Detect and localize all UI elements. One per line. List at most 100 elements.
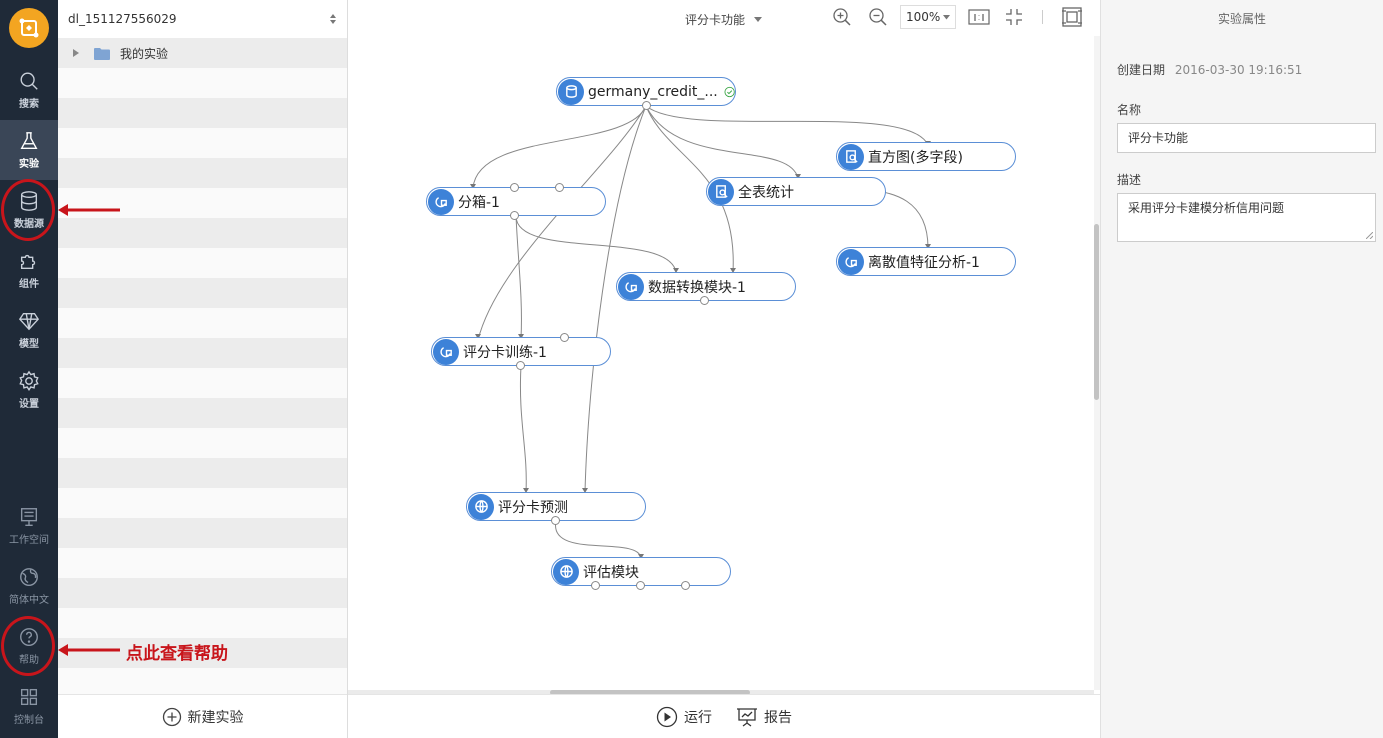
tree-empty-row [58,68,347,98]
node-data-transform[interactable]: 数据转换模块-1 [616,272,796,305]
nav-workspace[interactable]: 工作空间 [0,496,58,556]
canvas-horizontal-scrollbar[interactable] [348,690,1094,695]
tree-empty-row [58,128,347,158]
annotation-arrow-icon [58,644,120,656]
report-button[interactable]: 报告 [736,707,792,727]
nav-console[interactable]: 控制台 [0,676,58,736]
scroll-thumb[interactable] [550,690,750,695]
toolbar-divider [1042,10,1043,24]
report-search-icon [708,178,734,205]
node-scorecard-predict[interactable]: 评分卡预测 [466,492,646,525]
run-button[interactable]: 运行 [656,706,712,728]
component-icon [838,248,864,275]
tree-empty-row [58,458,347,488]
edge [472,105,647,189]
output-port[interactable] [642,101,651,110]
edge [645,105,799,179]
canvas-action-bar: 运行 报告 [348,694,1100,738]
project-name: dl_151127556029 [68,12,177,26]
input-port[interactable] [560,333,569,342]
nav-experiment[interactable]: 实验 [0,120,58,180]
node-label: 评分卡训练-1 [463,344,547,361]
description-field[interactable]: 采用评分卡建模分析信用问题 [1117,193,1376,242]
output-port[interactable] [516,361,525,370]
created-date-row: 创建日期 2016-03-30 19:16:51 [1117,61,1302,78]
node-binning[interactable]: 分箱-1 [426,183,606,220]
resize-handle-icon[interactable] [1366,232,1373,239]
output-port[interactable] [700,296,709,305]
nav-language[interactable]: 简体中文 [0,556,58,616]
name-field[interactable]: 评分卡功能 [1117,123,1376,153]
node-histogram[interactable]: 直方图(多字段) [836,142,1016,171]
edge [515,215,677,273]
nav-models[interactable]: 模型 [0,300,58,360]
tree-empty-row [58,308,347,338]
gear-icon [19,370,39,391]
expand-caret-icon[interactable] [72,48,80,58]
new-experiment-button[interactable]: 新建实验 [58,694,347,738]
edge-arrow [673,268,679,273]
nav-components[interactable]: 组件 [0,240,58,300]
logo-icon [19,18,39,38]
node-evaluate[interactable]: 评估模块 [551,557,731,590]
edge-arrow [795,174,801,179]
output-port[interactable] [636,581,645,590]
globe-icon [553,558,579,585]
app-logo[interactable] [9,8,49,48]
globe-icon [20,568,38,586]
experiment-properties-panel: 实验属性 创建日期 2016-03-30 19:16:51 名称 评分卡功能 描… [1100,0,1383,738]
output-port[interactable] [681,581,690,590]
edge-arrow [638,554,644,559]
zoom-select[interactable]: 100% [900,5,956,29]
node-full-stats[interactable]: 全表统计 [706,177,886,206]
fit-screen-icon[interactable] [1005,8,1023,26]
tree-empty-row [58,248,347,278]
edge [645,105,734,273]
node-data-source[interactable]: germany_credit_... [556,77,736,110]
input-port[interactable] [510,183,519,192]
add-circle-icon [162,707,181,726]
edge-arrow [475,334,481,339]
nav-search[interactable]: 搜索 [0,60,58,120]
output-port[interactable] [591,581,600,590]
tree-empty-row [58,188,347,218]
edge [519,365,527,493]
tree-empty-row [58,98,347,128]
node-scorecard-train[interactable]: 评分卡训练-1 [431,333,611,370]
output-port[interactable] [551,516,560,525]
annotation-help-text: 点此查看帮助 [126,644,228,664]
node-label: 评分卡预测 [498,499,568,516]
project-selector[interactable]: dl_151127556029 [58,0,347,38]
tree-empty-row [58,668,347,694]
tree-empty-row [58,638,347,668]
node-label: 全表统计 [738,184,794,201]
annotation-arrow-icon [58,204,120,216]
nav-settings[interactable]: 设置 [0,360,58,420]
name-label: 名称 [1117,103,1142,117]
play-circle-icon [656,706,678,727]
created-label: 创建日期 [1117,63,1166,77]
output-port[interactable] [510,211,519,220]
actual-size-icon[interactable] [968,8,990,26]
report-search-icon [838,143,864,170]
chevron-down-icon [943,15,950,20]
edge [584,105,647,493]
tree-list: 我的实验 [58,38,347,694]
layout-icon[interactable] [1061,6,1083,28]
canvas-vertical-scrollbar[interactable] [1094,36,1100,690]
input-port[interactable] [555,183,564,192]
zoom-in-icon[interactable] [832,7,852,27]
node-outlier-analysis[interactable]: 离散值特征分析-1 [836,247,1016,276]
experiment-canvas[interactable]: 评分卡功能 100% [348,0,1100,738]
edge [555,520,642,559]
experiment-title-dropdown[interactable]: 评分卡功能 [685,11,763,28]
scroll-thumb[interactable] [1094,224,1099,400]
zoom-out-icon[interactable] [868,7,888,27]
tree-empty-row [58,368,347,398]
tree-folder-my-experiments[interactable]: 我的实验 [58,38,347,68]
created-value: 2016-03-30 19:16:51 [1174,63,1303,77]
new-experiment-label: 新建实验 [187,709,244,726]
edge-arrow [523,488,529,493]
puzzle-icon [20,254,36,270]
